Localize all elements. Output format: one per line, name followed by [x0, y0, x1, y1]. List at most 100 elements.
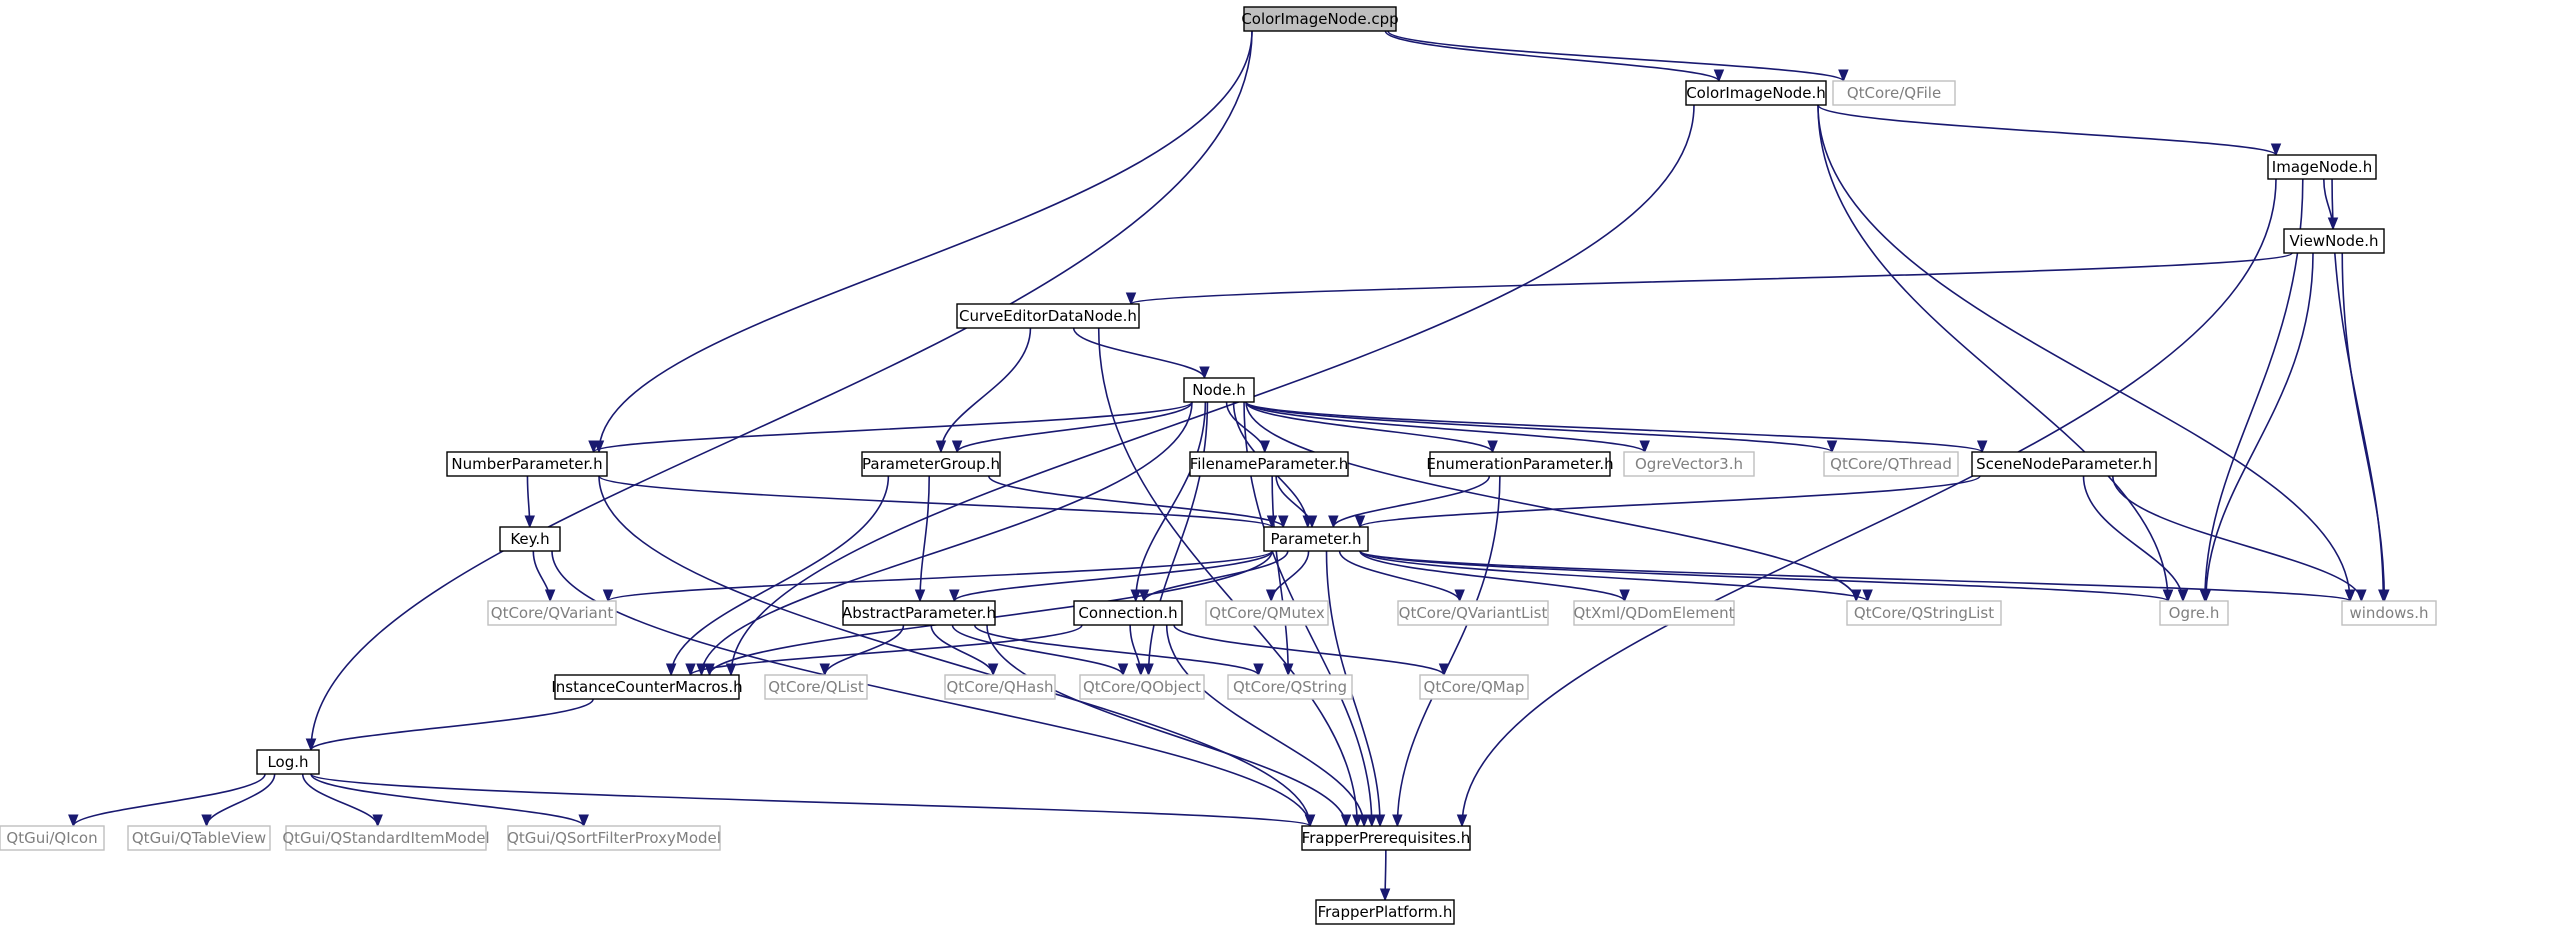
node-label: EnumerationParameter.h [1426, 455, 1613, 473]
edge-colorimagenode-h-to-instancecountermacros-h [730, 104, 1695, 676]
edge-abstractparameter-h-to-qlist [823, 624, 905, 676]
node-box [1846, 600, 2002, 626]
node-qthread: QtCore/QThread [1823, 451, 1959, 477]
node-label: QtCore/QVariantList [1399, 604, 1548, 622]
node-box [1315, 899, 1455, 925]
edge-parameter-h-to-connection-h [1143, 550, 1289, 602]
edge-arrowhead [1456, 814, 1468, 828]
node-label: QtCore/QList [768, 678, 864, 696]
edge-colorimagenode-cpp-to-qfile [1387, 30, 1845, 82]
node-box [1189, 451, 1349, 477]
edge-arrowhead [1374, 814, 1386, 828]
edge-arrowhead [1304, 814, 1316, 828]
edge-colorimagenode-h-to-windows-h [1817, 104, 2351, 602]
node-label: Log.h [267, 753, 308, 771]
node-qstring: QtCore/QString [1227, 674, 1353, 700]
edge-arrowhead [1278, 515, 1289, 529]
node-label: QtCore/QMutex [1209, 604, 1325, 622]
node-qtableview: QtGui/QTableView [127, 825, 271, 851]
edge-scenenodeparameter-h-to-windows-h [2111, 475, 2363, 602]
node-viewnode-h[interactable]: ViewNode.h [2283, 228, 2385, 254]
node-instancecountermacros-h[interactable]: InstanceCounterMacros.h [551, 674, 743, 700]
edge-connection-h-to-qmap [1173, 624, 1445, 676]
edge-arrowhead [1282, 663, 1294, 677]
node-box [842, 600, 996, 626]
node-qstringlist: QtCore/QStringList [1846, 600, 2002, 626]
node-curveeditordatanode-h[interactable]: CurveEditorDataNode.h [956, 303, 1140, 329]
node-box [1183, 377, 1255, 403]
edge-parameter-h-to-qvariant [607, 550, 1273, 602]
edge-arrowhead [2270, 143, 2282, 157]
edge-arrowhead [1135, 663, 1147, 677]
node-label: Ogre.h [2169, 604, 2220, 622]
node-abstractparameter-h[interactable]: AbstractParameter.h [842, 600, 996, 626]
node-box [256, 749, 320, 775]
node-box [487, 600, 617, 626]
edge-arrowhead [1454, 589, 1465, 603]
node-label: FilenameParameter.h [1190, 455, 1349, 473]
edge-viewnode-h-to-windows-h [2341, 252, 2386, 602]
node-log-h[interactable]: Log.h [256, 749, 320, 775]
node-box [1823, 451, 1959, 477]
node-qstandarditemmodel: QtGui/QStandardItemModel [282, 825, 490, 851]
edge-arrowhead [1862, 589, 1873, 603]
node-box [1205, 600, 1329, 626]
edge-arrowhead [1438, 663, 1450, 677]
node-label: QtGui/QIcon [6, 829, 97, 847]
edge-arrowhead [949, 589, 960, 603]
node-connection-h[interactable]: Connection.h [1073, 600, 1183, 626]
node-label: Key.h [510, 530, 549, 548]
node-box [861, 451, 1001, 477]
edge-arrowhead [1392, 814, 1403, 828]
node-enumerationparameter-h[interactable]: EnumerationParameter.h [1426, 451, 1614, 477]
edge-arrowhead [1352, 814, 1363, 828]
node-box [2159, 600, 2229, 626]
node-imagenode-h[interactable]: ImageNode.h [2267, 154, 2377, 180]
edge-arrowhead [1826, 440, 1838, 454]
node-qmap: QtCore/QMap [1419, 674, 1529, 700]
node-filenameparameter-h[interactable]: FilenameParameter.h [1189, 451, 1349, 477]
node-colorimagenode-cpp[interactable]: ColorImageNode.cpp [1241, 6, 1399, 32]
edge-arrowhead [602, 589, 614, 603]
node-box [554, 674, 740, 700]
node-qlist: QtCore/QList [764, 674, 868, 700]
edge-enumerationparameter-h-to-frapperprerequisites-h [1396, 475, 1501, 827]
node-box [1243, 6, 1397, 32]
node-box [1573, 600, 1735, 626]
node-scenenodeparameter-h[interactable]: SceneNodeParameter.h [1971, 451, 2157, 477]
edge-node-h-to-instancecountermacros-h [700, 401, 1193, 676]
edge-arrowhead [1379, 888, 1391, 902]
node-qdomelement: QtXml/QDomElement [1573, 600, 1735, 626]
node-ogrevector3: OgreVector3.h [1623, 451, 1755, 477]
node-label: ColorImageNode.cpp [1241, 10, 1398, 28]
node-node-h[interactable]: Node.h [1183, 377, 1255, 403]
edge-arrowhead [1117, 663, 1129, 677]
node-box [1623, 451, 1755, 477]
node-numberparameter-h[interactable]: NumberParameter.h [446, 451, 608, 477]
node-box [127, 825, 271, 851]
node-colorimagenode-h[interactable]: ColorImageNode.h [1685, 80, 1827, 106]
edge-colorimagenode-h-to-ogre-h [1817, 104, 2169, 602]
node-box [956, 303, 1140, 329]
edge-arrowhead [819, 663, 830, 677]
edge-node-h-to-ogrevector3 [1245, 401, 1646, 453]
edge-node-h-to-qthread [1245, 401, 1833, 453]
node-frapperprerequisites-h[interactable]: FrapperPrerequisites.h [1301, 825, 1471, 851]
node-frapperplatform-h[interactable]: FrapperPlatform.h [1315, 899, 1455, 925]
node-label: QtCore/QStringList [1854, 604, 1994, 622]
node-box [1419, 674, 1529, 700]
edge-arrowhead [1328, 515, 1339, 529]
node-parametergroup-h[interactable]: ParameterGroup.h [861, 451, 1001, 477]
node-label: OgreVector3.h [1635, 455, 1743, 473]
edge-arrowhead [68, 814, 79, 828]
node-label: QtCore/QMap [1424, 678, 1525, 696]
edge-arrowhead [1265, 589, 1277, 603]
edges-layer [68, 30, 2390, 902]
node-key-h[interactable]: Key.h [499, 526, 561, 552]
node-label: QtGui/QTableView [132, 829, 266, 847]
node-box [0, 825, 105, 851]
node-parameter-h[interactable]: Parameter.h [1263, 526, 1369, 552]
edge-arrowhead [2162, 589, 2174, 603]
